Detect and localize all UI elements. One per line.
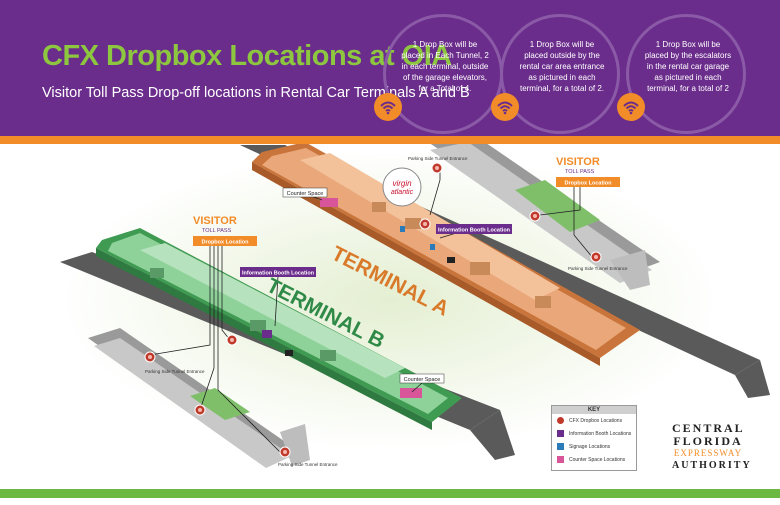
dropbox-marker-icon — [279, 446, 291, 458]
dropbox-marker-icon — [529, 210, 541, 222]
note-text-tunnel: 1 Drop Box will be placed in Each Tunnel… — [401, 40, 489, 93]
tunnel-entrance-label-a2: Parking Side Tunnel Entrance — [568, 266, 628, 271]
info-booth-label-a: Information Booth Location — [438, 228, 511, 234]
counter-space-callout-b: Counter Space — [399, 373, 445, 384]
note-text-entrance: 1 Drop Box will be placed outside by the… — [519, 40, 605, 93]
info-booth-label-b: Information Booth Location — [242, 271, 315, 277]
logo-line-florida: FLORIDA — [673, 434, 743, 448]
wifi-icon — [491, 93, 519, 121]
tunnel-entrance-label-a1: Parking Side Tunnel Entrance — [408, 156, 468, 161]
counter-space-marker-icon — [557, 456, 564, 463]
dropbox-marker-icon — [557, 417, 564, 424]
dropbox-marker-icon — [431, 162, 443, 174]
header-banner: CFX Dropbox Locations at OIA Visitor Tol… — [0, 0, 780, 136]
airline-logo: virgin atlantic — [382, 167, 422, 207]
counter-space-callout-a: Counter Space — [282, 187, 328, 198]
terminal-a-garage — [430, 144, 660, 290]
info-booth-callout-b: Information Booth Location — [240, 267, 316, 277]
tunnel-entrance-label-b2: Parking Side Tunnel Entrance — [278, 462, 338, 467]
page-subtitle: Visitor Toll Pass Drop-off locations in … — [42, 85, 470, 101]
signage-marker-icon — [447, 257, 455, 263]
counter-space-label-b: Counter Space — [404, 377, 441, 383]
dropbox-marker-icon — [226, 334, 238, 346]
terminal-map: TERMINAL A TERMINAL B Counter Space Coun… — [0, 144, 780, 489]
wifi-icon — [617, 93, 645, 121]
header-stripe — [0, 136, 780, 144]
toll-pass-word-b: TOLL PASS — [202, 228, 232, 234]
signage-markers — [285, 226, 455, 356]
dropbox-markers — [144, 162, 602, 458]
key-title: KEY — [552, 406, 636, 414]
airline-logo-line1: virgin — [392, 179, 412, 188]
visitor-toll-pass-logo-b: VISITOR TOLL PASS Dropbox Location — [193, 215, 257, 246]
key-label-signage: Signage Locations — [569, 443, 611, 450]
logo-line-expressway: EXPRESSWAY — [673, 448, 743, 458]
toll-pass-word-a: TOLL PASS — [565, 169, 595, 175]
key-label-counter-space: Counter Space Locations — [569, 456, 626, 463]
map-key: KEY CFX Dropbox Locations Information Bo… — [551, 405, 637, 471]
key-row-signage: Signage Locations — [552, 440, 636, 453]
signage-marker-icon — [430, 244, 435, 250]
logo-line-central: CENTRAL — [672, 421, 745, 435]
signage-marker-icon — [285, 350, 293, 356]
logo-line-authority: AUTHORITY — [672, 460, 752, 471]
dropbox-label-a: Dropbox Location — [564, 181, 612, 187]
signage-marker-icon — [400, 226, 405, 232]
dropbox-marker-icon — [194, 404, 206, 416]
dropbox-marker-icon — [419, 218, 431, 230]
tunnel-entrance-label-b1: Parking Side Tunnel Entrance — [145, 369, 205, 374]
key-label-info-booth: Information Booth Locations — [569, 430, 632, 437]
terminal-b-building — [96, 228, 462, 430]
key-label-dropbox: CFX Dropbox Locations — [569, 417, 623, 424]
note-circle-entrance: 1 Drop Box will be placed outside by the… — [491, 14, 620, 134]
counter-space-label-a: Counter Space — [287, 191, 324, 197]
note-circle-escalator: 1 Drop Box will be placed by the escalat… — [617, 14, 746, 134]
key-row-dropbox: CFX Dropbox Locations — [552, 414, 636, 427]
dropbox-marker-icon — [590, 251, 602, 263]
footer-bar — [0, 489, 780, 498]
key-row-counter-space: Counter Space Locations — [552, 453, 636, 466]
note-text-escalator: 1 Drop Box will be placed by the escalat… — [644, 40, 732, 93]
terminal-a-building — [252, 144, 640, 366]
cfx-logo: CENTRAL FLORIDA EXPRESSWAY AUTHORITY — [672, 421, 752, 472]
wifi-icon — [374, 93, 402, 121]
info-booth-callout-a: Information Booth Location — [436, 224, 512, 234]
info-booth-marker-icon — [557, 430, 564, 437]
signage-marker-icon — [557, 443, 564, 450]
airline-logo-line2: atlantic — [391, 189, 414, 196]
visitor-word-b: VISITOR — [193, 215, 237, 227]
key-row-info-booth: Information Booth Locations — [552, 427, 636, 440]
dropbox-marker-icon — [144, 351, 156, 363]
dropbox-label-b: Dropbox Location — [201, 240, 249, 246]
visitor-word-a: VISITOR — [556, 156, 600, 168]
note-circle-tunnel: 1 Drop Box will be placed in Each Tunnel… — [374, 14, 503, 134]
visitor-toll-pass-logo-a: VISITOR TOLL PASS Dropbox Location — [556, 156, 620, 187]
